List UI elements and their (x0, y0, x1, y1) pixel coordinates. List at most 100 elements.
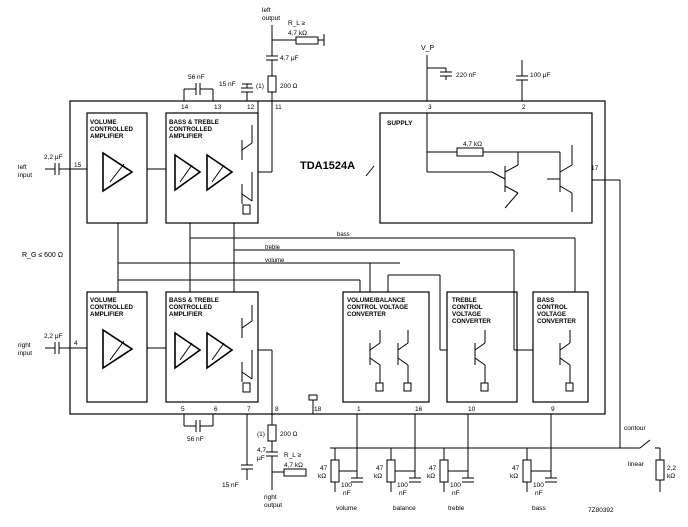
volume-balance-converter (342, 291, 430, 403)
r22k: 2,2 (667, 465, 676, 472)
vol-top-l2: CONTROLLED (90, 126, 133, 133)
pin-16: 16 (415, 406, 423, 413)
pin-4: 4 (74, 340, 78, 347)
bt-bot-l3: AMPLIFIER (169, 311, 203, 318)
bcvc-l2: CONTROL (537, 304, 568, 311)
rl-top: R_L ≥ (288, 20, 305, 27)
label-balance: balance (393, 505, 416, 512)
left-input-l2: input (18, 172, 32, 179)
bus-volume-label: volume (265, 258, 285, 264)
adjust-arrow-icon (211, 342, 225, 361)
cap-balance: 100 (397, 482, 408, 489)
pot-balance-unit: kΩ (374, 473, 382, 480)
svg-text:VOLUME CONTROLLED AMPL: VOLUME CONTROLLED AMPLIFIER (90, 297, 135, 318)
pot-bass-unit: kΩ (510, 473, 518, 480)
svg-text:left input: left input (18, 164, 32, 179)
ic-outline (69, 100, 606, 415)
right-input-l2: input (18, 350, 32, 357)
r47k-top: 4,7 kΩ (288, 30, 307, 37)
label-bass: bass (532, 505, 546, 512)
treble-converter (446, 291, 518, 403)
bt-top-l3: AMPLIFIER (169, 133, 203, 140)
tcvc-l2: CONTROL (452, 304, 483, 311)
r1-top: (1) (256, 83, 264, 90)
vp-label: V_P (421, 45, 435, 52)
svg-text:right output: right output (264, 494, 282, 509)
supply-resistor-label: 4,7 kΩ (463, 141, 482, 148)
right-input-l1: right (18, 342, 31, 349)
supply-circuit (426, 113, 573, 212)
pin-13: 13 (214, 104, 222, 111)
cap-47u-bot: 4,7 (257, 447, 266, 454)
rl-bot: R_L ≥ (284, 452, 301, 459)
vbc-l3: CONVERTER (347, 311, 386, 318)
vol-bot-l3: AMPLIFIER (90, 311, 124, 318)
amp-triangle-icon (174, 153, 202, 192)
cap-in-right: 2,2 μF (44, 333, 63, 340)
pin-17: 17 (591, 165, 599, 172)
pin-18: 18 (314, 406, 322, 413)
label-contour: contour (624, 425, 647, 432)
r22k-unit: kΩ (667, 473, 675, 480)
left-output-l2: output (262, 15, 280, 22)
r47k-bot: 4,7 kΩ (284, 462, 303, 469)
cap-treble: 100 (450, 482, 461, 489)
label-linear: linear (628, 461, 645, 468)
bt-top-l2: CONTROLLED (169, 126, 212, 133)
svg-text:BASS & TREBLE CONTROLLED: BASS & TREBLE CONTROLLED AMPLIFIER (169, 297, 221, 318)
figure-code: 7Z80392 (588, 507, 614, 514)
vbc-l2: CONTROL VOLTAGE (347, 304, 408, 311)
right-output-l2: output (264, 502, 282, 509)
tcvc-l4: CONVERTER (452, 318, 491, 325)
amp-triangle-icon (102, 151, 134, 193)
cap-volume-unit: nF (343, 490, 351, 497)
pot-treble-unit: kΩ (427, 473, 435, 480)
amp-triangle-icon (206, 153, 234, 192)
svg-text:BASS & TREBLE CONTROLLED: BASS & TREBLE CONTROLLED AMPLIFIER (169, 119, 221, 140)
cap-bass: 100 (533, 482, 544, 489)
r200-bot: 200 Ω (280, 431, 298, 438)
pin-15: 15 (74, 162, 82, 169)
pin-12: 12 (247, 104, 255, 111)
svg-text:left output: left output (262, 7, 280, 22)
cap-47u-bot-unit: μF (257, 455, 265, 462)
cap-100uf: 100 μF (530, 72, 550, 79)
pin-2: 2 (522, 104, 526, 111)
label-volume: volume (336, 505, 357, 512)
pin-5: 5 (181, 406, 185, 413)
pot-volume-unit: kΩ (318, 473, 326, 480)
adjust-arrow-icon (109, 163, 125, 183)
bcvc-l1: BASS (537, 297, 554, 304)
svg-text:BASS CONTROL VOLTAGE: BASS CONTROL VOLTAGE CONVERTER (537, 297, 576, 325)
amp-triangle-icon (102, 328, 134, 370)
pot-bass-k: 47 (512, 465, 520, 472)
pin-11: 11 (275, 104, 282, 111)
output-transistor-icon (241, 305, 253, 393)
chip-name: TDA1524A (300, 160, 355, 172)
input-caps (45, 163, 76, 354)
bus-bass-label: bass (337, 232, 350, 238)
output-transistor-icon (241, 125, 253, 215)
converter-transistor (474, 330, 489, 392)
bcvc-l3: VOLTAGE (537, 311, 566, 318)
vol-top-l1: VOLUME (90, 119, 116, 126)
svg-text:VOLUME/BALANCE CONTROL VOL: VOLUME/BALANCE CONTROL VOLTAGE CONVERTER (347, 297, 410, 318)
r200-top: 200 Ω (280, 83, 298, 90)
vol-top-l3: AMPLIFIER (90, 133, 124, 140)
cap-bass-unit: nF (535, 490, 543, 497)
tcvc-l3: VOLTAGE (452, 311, 481, 318)
tcvc-l1: TREBLE (452, 297, 477, 304)
bus-treble-label: treble (265, 245, 281, 251)
vbc-l1: VOLUME/BALANCE (347, 297, 405, 304)
cap-220nf: 220 nF (456, 72, 476, 79)
left-input-l1: left (18, 164, 27, 171)
adjust-arrow-icon (109, 340, 125, 361)
pin-7: 7 (247, 406, 251, 413)
cap-volume: 100 (341, 482, 352, 489)
label-treble: treble (448, 505, 465, 512)
converter-transistor (559, 330, 574, 392)
pin-3: 3 (428, 104, 432, 111)
vol-bot-l1: VOLUME (90, 297, 116, 304)
cap-15nf-bot: 15 nF (222, 482, 239, 489)
pin-8: 8 (275, 406, 279, 413)
